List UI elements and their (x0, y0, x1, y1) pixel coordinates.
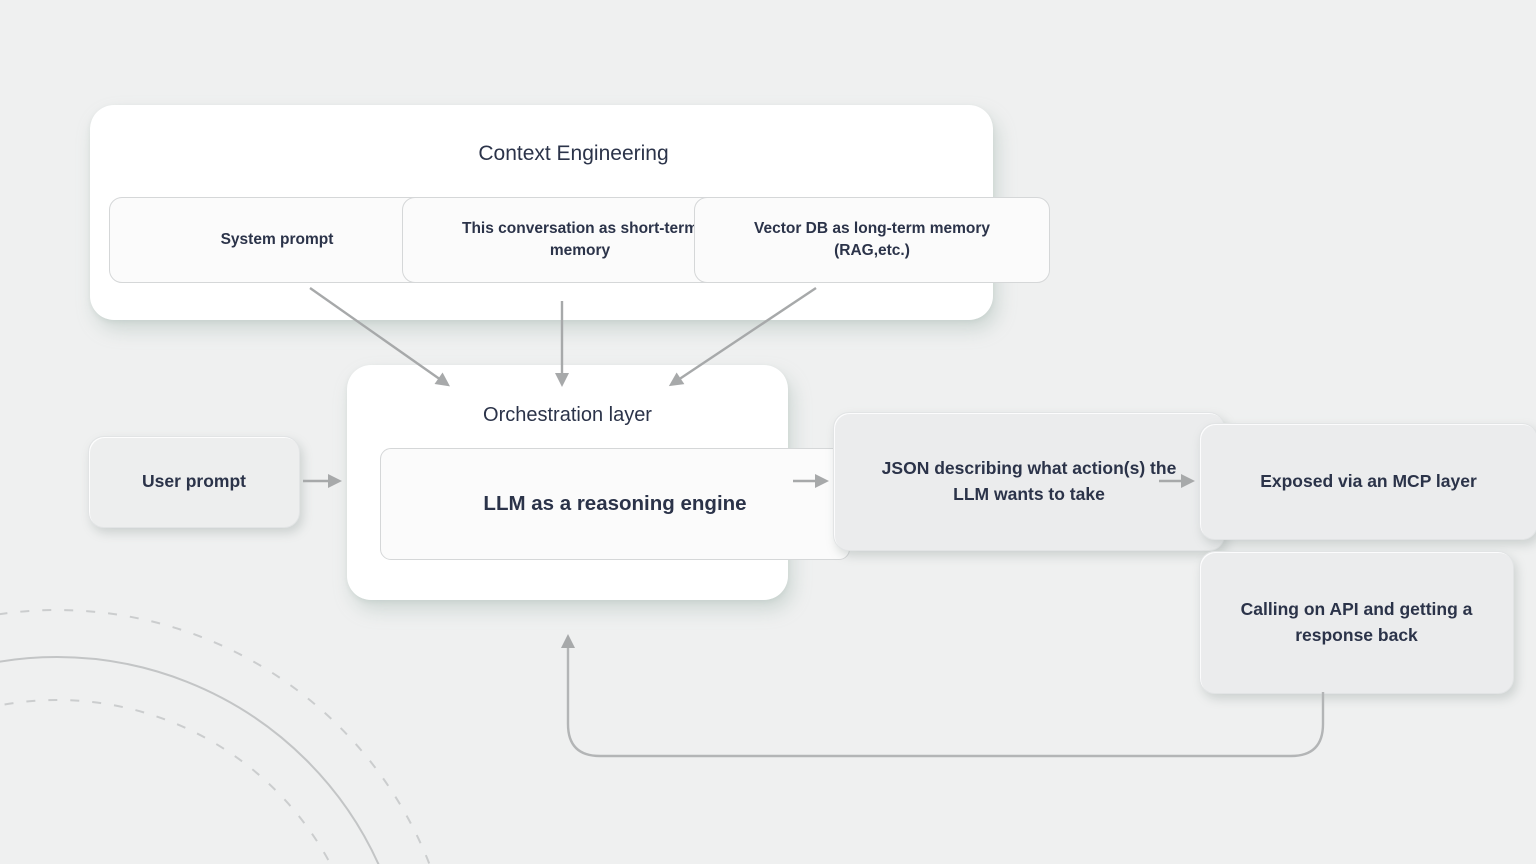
llm-reasoning-engine-box: LLM as a reasoning engine (380, 448, 850, 560)
middle-solid-arc (0, 656, 380, 864)
orchestration-layer-card: Orchestration layer LLM as a reasoning e… (347, 365, 850, 600)
mcp-layer-box: Exposed via an MCP layer (1199, 423, 1536, 540)
system-prompt-box: System prompt (109, 197, 445, 283)
outer-dashed-arc (0, 609, 431, 864)
json-action-box: JSON describing what action(s) the LLM w… (833, 412, 1225, 551)
orchestration-layer-title: Orchestration layer (483, 404, 652, 426)
context-engineering-title: Context Engineering (478, 142, 669, 165)
long-term-memory-box: Vector DB as long-term memory (RAG,etc.) (694, 197, 1050, 283)
user-prompt-box: User prompt (88, 436, 300, 528)
api-call-box: Calling on API and getting a response ba… (1199, 551, 1514, 694)
inner-dashed-arc (0, 699, 332, 864)
